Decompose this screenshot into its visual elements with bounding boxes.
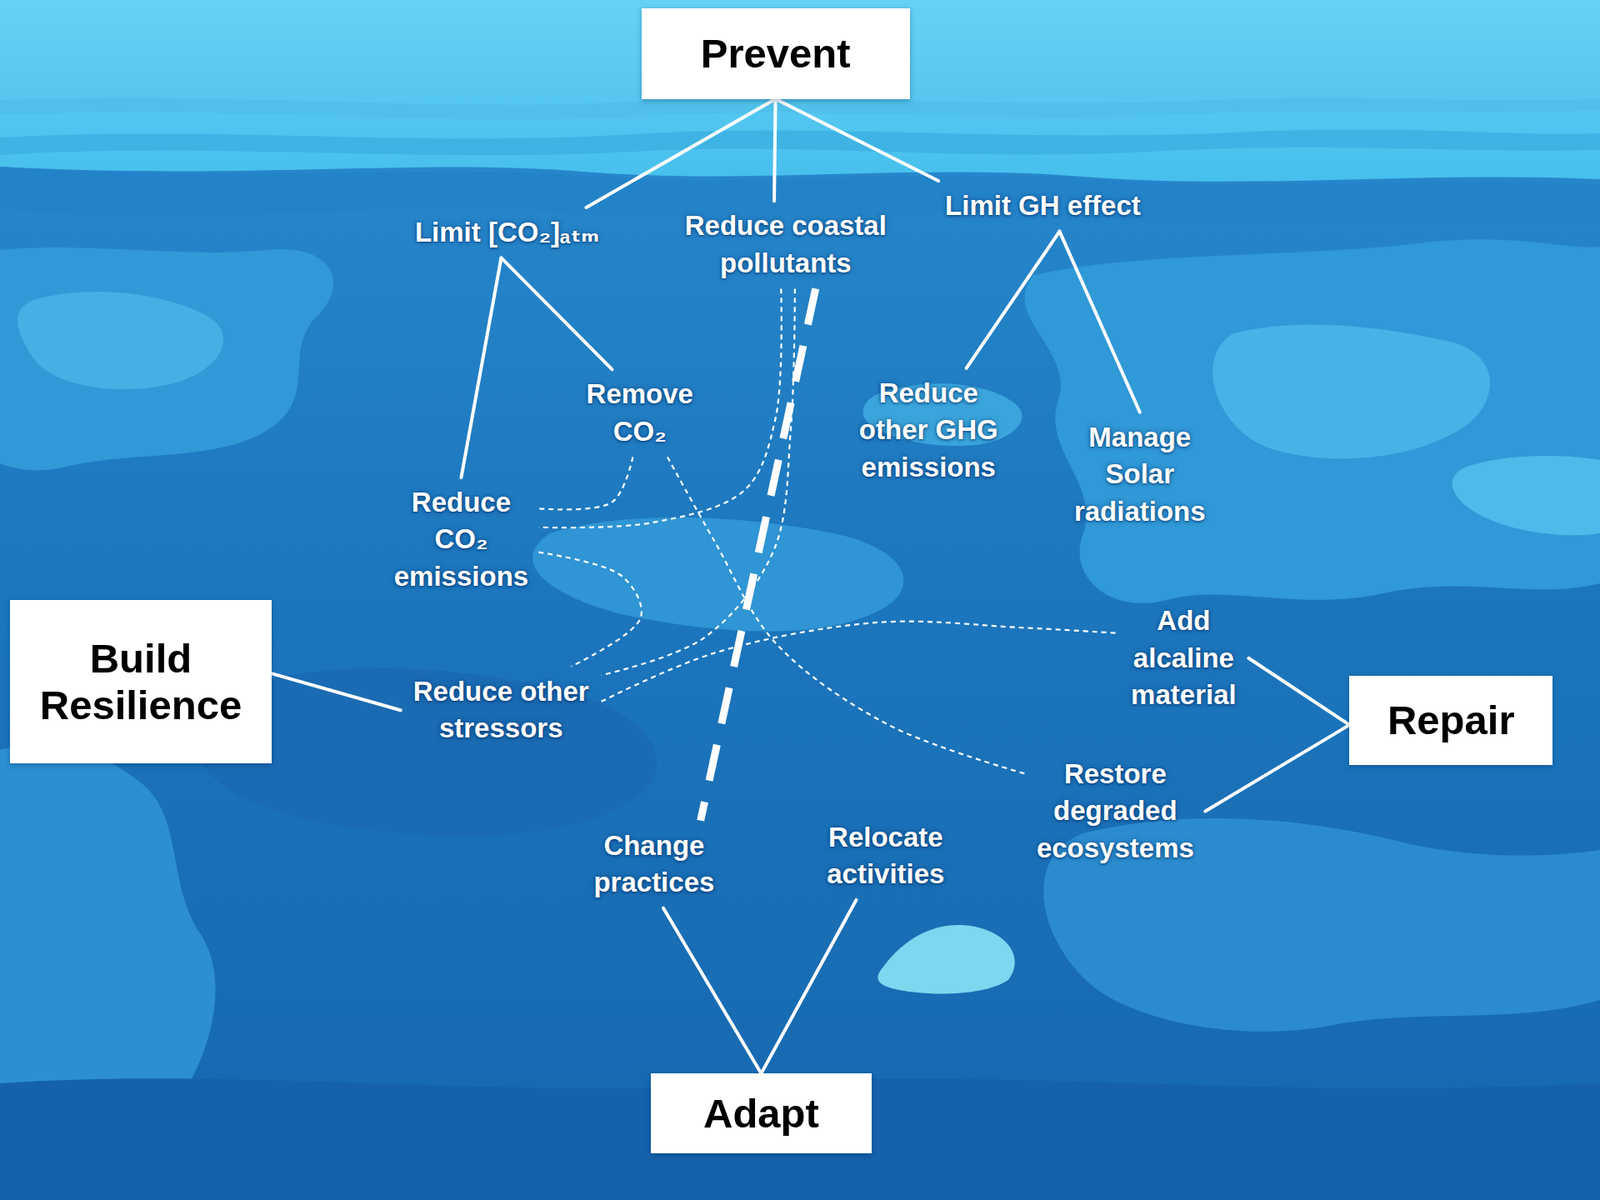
- sky: [0, 0, 1600, 182]
- branch-line: [1248, 658, 1350, 725]
- branch-line: [775, 99, 939, 181]
- category-box: Prevent: [641, 8, 910, 100]
- node-label: Remove CO₂: [577, 375, 703, 450]
- reef-shallow: [17, 291, 224, 390]
- strategy-node: Reduce other stressors: [400, 666, 602, 755]
- strategy-node: Manage Solar radiations: [1062, 412, 1218, 538]
- strategy-node: Reduce coastal pollutants: [670, 200, 901, 289]
- branch-line: [663, 908, 761, 1074]
- node-label: Limit GH effect: [945, 187, 1141, 225]
- strategy-node: Limit [CO₂]ₐₜₘ: [408, 207, 606, 259]
- link-dash: [538, 456, 633, 510]
- node-label: Adapt: [703, 1090, 820, 1137]
- branch-line: [774, 99, 776, 202]
- node-label: Limit [CO₂]ₐₜₘ: [415, 214, 600, 252]
- strategy-node: Remove CO₂: [570, 369, 710, 457]
- strategy-node: Relocate activities: [808, 812, 964, 900]
- link-dash: [601, 621, 1120, 702]
- strategy-node: Reduce CO₂ emissions: [383, 477, 539, 603]
- sand-islet: [877, 925, 1015, 995]
- node-label: Restore degraded ecosystems: [1031, 755, 1199, 868]
- strategy-node: Limit GH effect: [938, 180, 1148, 232]
- reef-patch: [532, 517, 904, 631]
- reef-patch: [1025, 239, 1600, 604]
- strategy-node: Reduce other GHG emissions: [842, 368, 1015, 494]
- category-box: Adapt: [650, 1073, 871, 1154]
- node-label: Reduce other stressors: [407, 673, 595, 748]
- node-label: Manage Solar radiations: [1069, 419, 1211, 531]
- node-label: Add alcaline material: [1125, 602, 1242, 715]
- link-dash: [667, 456, 1025, 774]
- branch-line: [966, 231, 1060, 369]
- reef-shallow: [1212, 325, 1490, 460]
- link-dash: [538, 288, 781, 528]
- reef-shallow: [1452, 455, 1600, 535]
- branch-line: [1059, 231, 1140, 413]
- branch-line: [760, 900, 856, 1074]
- node-label: Repair: [1387, 696, 1515, 744]
- node-label: Change practices: [583, 827, 725, 902]
- reef-patch: [0, 247, 334, 470]
- category-box: Build Resilience: [10, 600, 271, 764]
- branch-line: [271, 673, 401, 710]
- sky-streak: [0, 129, 1600, 155]
- divider-dash: [700, 288, 816, 820]
- branch-line: [585, 99, 775, 208]
- strategy-node: Add alcaline material: [1118, 595, 1249, 721]
- strategy-node: Restore degraded ecosystems: [1025, 749, 1205, 875]
- node-label: Build Resilience: [23, 635, 258, 730]
- connector-group: [271, 99, 1350, 1074]
- node-label: Reduce CO₂ emissions: [390, 484, 532, 596]
- branch-line: [460, 257, 501, 477]
- branch-line: [1205, 725, 1350, 812]
- node-label: Relocate activities: [815, 819, 957, 894]
- branch-line: [500, 257, 612, 370]
- link-dash: [538, 552, 641, 667]
- category-box: Repair: [1349, 675, 1553, 766]
- sky-streak: [0, 97, 1600, 120]
- strategy-node: Change practices: [576, 820, 732, 909]
- node-label: Reduce coastal pollutants: [677, 207, 895, 282]
- link-dash: [601, 288, 795, 675]
- node-label: Reduce other GHG emissions: [849, 375, 1008, 487]
- node-label: Prevent: [700, 30, 851, 77]
